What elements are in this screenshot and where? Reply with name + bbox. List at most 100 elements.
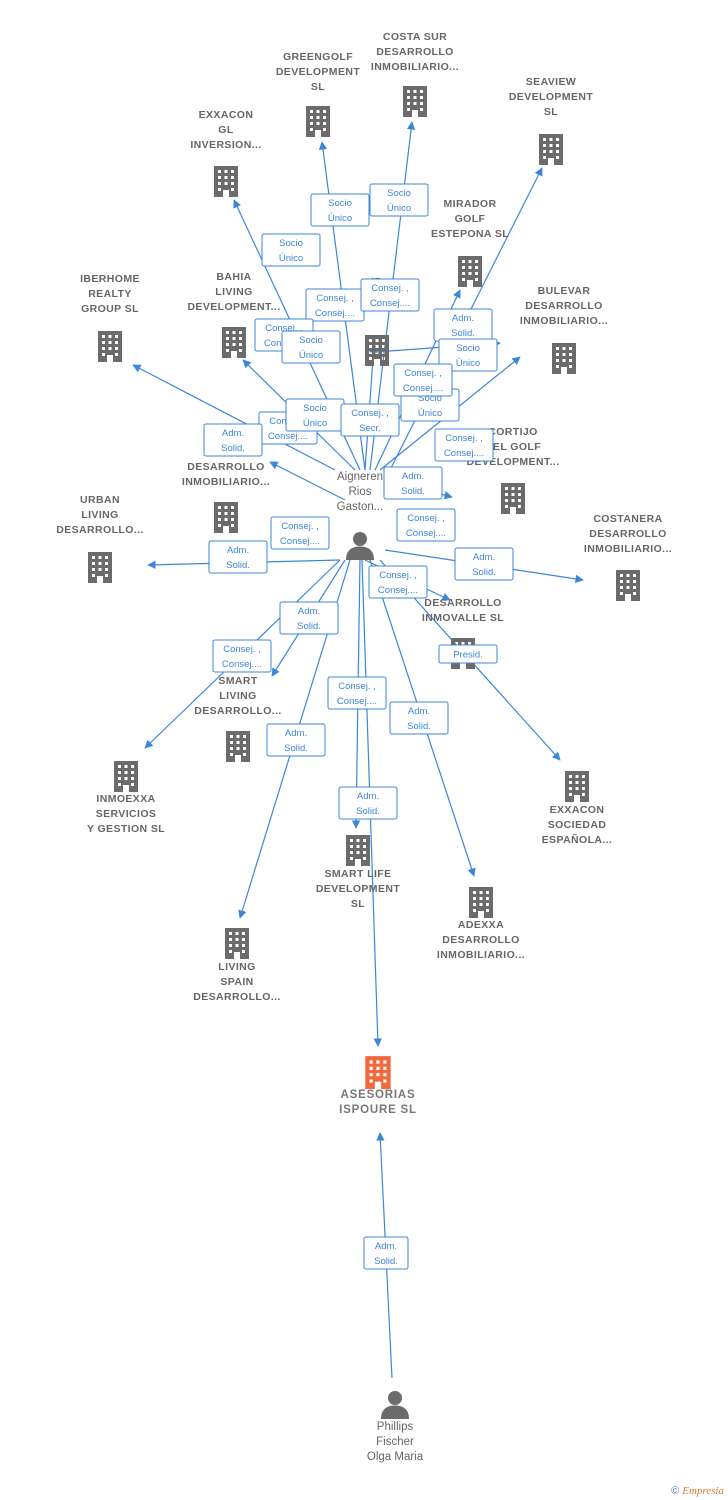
- relation-label[interactable]: Consej. ,Secr.: [340, 403, 400, 437]
- building-icon: [616, 570, 640, 601]
- relation-label[interactable]: Adm.Solid.: [203, 423, 263, 457]
- company-label: DESARROLLO: [525, 300, 603, 312]
- relation-label-text: Solid.: [226, 560, 250, 571]
- relation-label[interactable]: Consej. , Consej....: [327, 676, 387, 710]
- relation-label-text: Consej. ,: [379, 570, 417, 581]
- company-node-exxacon_soc[interactable]: EXXACONSOCIEDADESPAÑOLA...: [542, 771, 613, 846]
- relation-label[interactable]: Presid.: [438, 644, 498, 664]
- relation-label[interactable]: Adm.Solid.: [383, 466, 443, 500]
- company-label: EXXACON: [550, 804, 605, 816]
- relation-label[interactable]: Adm.Solid.: [266, 723, 326, 757]
- relation-label-text: Consej....: [403, 383, 443, 394]
- relation-label-text: Solid.: [297, 621, 321, 632]
- company-label: INMOBILIARIO...: [437, 949, 525, 961]
- building-icon: [226, 731, 250, 762]
- building-icon: [306, 106, 330, 137]
- relation-label-text: Consej....: [268, 431, 308, 442]
- relation-label-text: Consej. ,: [316, 293, 354, 304]
- relation-label[interactable]: Adm.Solid.: [338, 786, 398, 820]
- relation-label-text: Consej. ,: [338, 681, 376, 692]
- copyright-footer: © Empresia: [671, 1485, 724, 1497]
- company-label: SMART: [218, 675, 258, 687]
- relation-label[interactable]: Consej. ,Consej....: [360, 278, 420, 312]
- relation-label-text: Consej....: [337, 696, 377, 707]
- building-icon: [365, 1056, 391, 1089]
- company-node-bahia[interactable]: BAHIALIVINGDEVELOPMENT...: [187, 271, 280, 358]
- relation-label-text: Consej....: [406, 528, 446, 539]
- company-label: BULEVAR: [538, 285, 591, 297]
- relation-label-text: Socio: [328, 198, 352, 209]
- building-icon: [222, 327, 246, 358]
- relation-label-text: Socio: [418, 393, 442, 404]
- company-label: BAHIA: [216, 271, 251, 283]
- company-node-livingspain[interactable]: LIVINGSPAINDESARROLLO...: [193, 928, 280, 1003]
- relation-label[interactable]: Adm.Solid.: [433, 308, 493, 342]
- company-label: SL: [351, 898, 365, 910]
- relation-label-text: Consej....: [222, 659, 262, 670]
- company-label: DESARROLLO...: [193, 991, 280, 1003]
- company-label: DESARROLLO: [187, 461, 265, 473]
- company-label: SPAIN: [220, 976, 253, 988]
- company-node-bulevar[interactable]: BULEVARDESARROLLOINMOBILIARIO...: [520, 285, 608, 374]
- company-node-costasur[interactable]: COSTA SURDESARROLLOINMOBILIARIO...: [371, 31, 459, 117]
- company-label: SL: [311, 81, 325, 93]
- company-node-urban[interactable]: URBANLIVINGDESARROLLO...: [56, 494, 143, 583]
- relation-label[interactable]: Consej. ,Consej....: [270, 516, 330, 550]
- relation-label-text: Socio: [303, 403, 327, 414]
- relation-label[interactable]: Consej. ,Consej....: [305, 288, 365, 322]
- person-label: Olga Maria: [367, 1451, 424, 1463]
- relation-label[interactable]: Consej. ,Consej....: [393, 363, 453, 397]
- relation-label[interactable]: Adm.Solid.: [279, 601, 339, 635]
- company-node-adexxa[interactable]: ADEXXA DESARROLLO INMOBILIARIO...: [437, 887, 525, 961]
- relation-label[interactable]: Consej. ,Consej....: [212, 639, 272, 673]
- relation-label-text: Solid.: [407, 721, 431, 732]
- person-label: Gaston...: [337, 501, 384, 513]
- building-icon: [458, 256, 482, 287]
- company-node-vinas[interactable]: VIÑASDESARROLLOINMOBILIARIO...: [182, 445, 270, 533]
- relation-label-text: Consej....: [280, 536, 320, 547]
- company-label: DESARROLLO: [442, 934, 520, 946]
- relation-label[interactable]: Consej. ,Consej....: [434, 428, 494, 462]
- copyright-symbol: ©: [671, 1485, 680, 1497]
- company-label: GROUP SL: [81, 303, 139, 315]
- brand-logo[interactable]: Empresia: [682, 1485, 724, 1497]
- company-label: SOCIEDAD: [548, 819, 607, 831]
- main-company-label: ASESORIAS: [341, 1089, 416, 1101]
- building-icon: [88, 552, 112, 583]
- building-icon: [214, 502, 238, 533]
- company-label: COSTA SUR: [383, 31, 447, 43]
- relation-label[interactable]: Adm.Solid.: [208, 540, 268, 574]
- person-node-aigneren[interactable]: AignerenRiosGaston...: [337, 471, 384, 560]
- relation-label[interactable]: Adm.Solid.: [454, 547, 514, 581]
- company-node-costanera[interactable]: COSTANERADESARROLLOINMOBILIARIO...: [584, 513, 672, 601]
- relation-label[interactable]: Adm.Solid.: [389, 701, 449, 735]
- building-icon: [114, 761, 138, 792]
- company-label: DEVELOPMENT: [316, 883, 401, 895]
- relation-label[interactable]: Consej. ,Consej....: [396, 508, 456, 542]
- relation-label-text: Secr.: [359, 423, 381, 434]
- company-node-exxacon_gl[interactable]: EXXACONGLINVERSION...: [190, 109, 261, 197]
- relation-label-text: Solid.: [472, 567, 496, 578]
- relation-label-phillips[interactable]: Adm.Solid.: [363, 1236, 409, 1270]
- company-label: ADEXXA: [458, 919, 504, 931]
- relation-label-text: Adm.: [222, 428, 244, 439]
- relation-label[interactable]: Consej. ,Consej....: [368, 565, 428, 599]
- company-node-smartliving[interactable]: SMARTLIVINGDESARROLLO...: [194, 675, 281, 762]
